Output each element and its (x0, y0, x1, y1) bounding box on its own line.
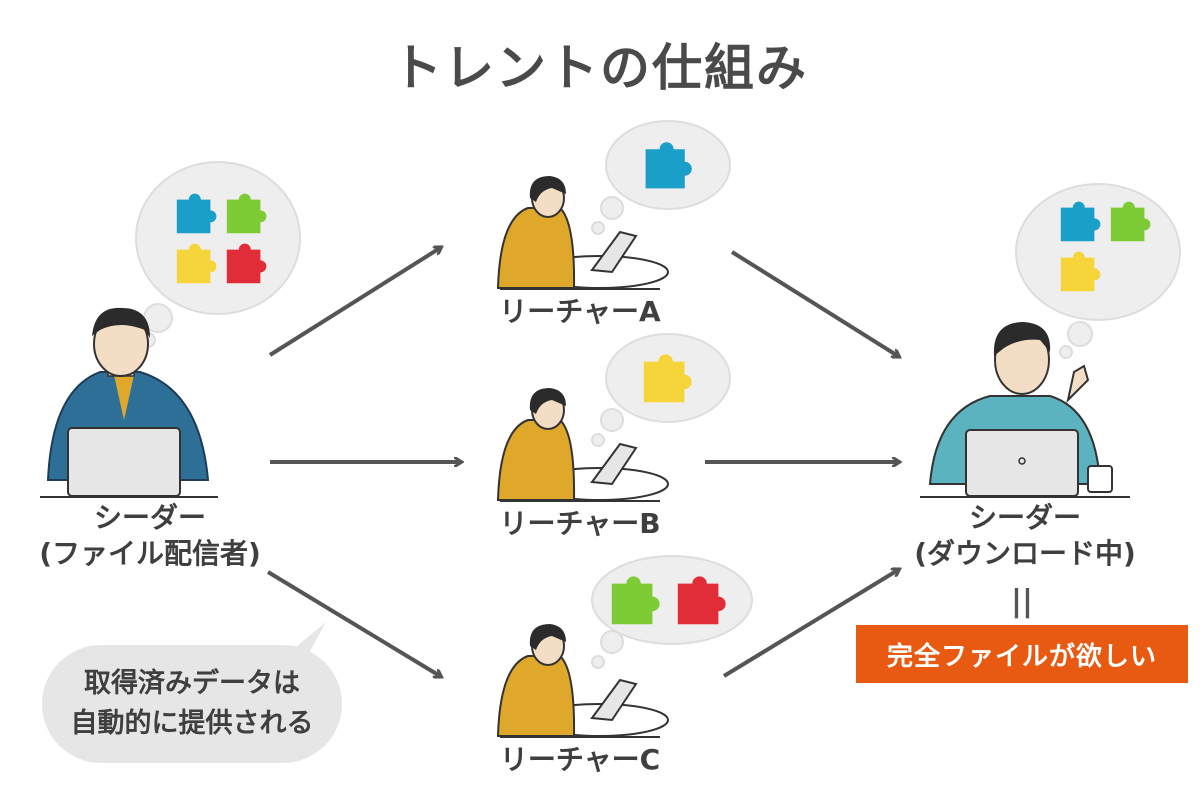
seeder-label: シーダー (ファイル配信者) (30, 500, 270, 572)
note-line1: 取得済みデータは (84, 668, 300, 699)
note-line2: 自動的に提供される (70, 708, 314, 739)
arrow-seeder-to-a (268, 248, 440, 357)
seeder-label-line1: シーダー (93, 501, 206, 534)
leecher-c-group (496, 555, 753, 738)
seeder-person-icon (40, 307, 218, 498)
arrow-seeder-to-c (266, 570, 440, 676)
leecher-b-person-icon (496, 388, 669, 502)
arrow-a-to-downloader (730, 250, 898, 356)
downloader-label-line2: (ダウンロード中) (914, 537, 1136, 570)
leecher-c-thought-bubble (591, 555, 753, 669)
leecher-b-thought-bubble (591, 333, 731, 447)
leecher-c-person-icon (496, 624, 669, 738)
arrow-c-to-downloader (722, 570, 898, 678)
note-speech-bubble: 取得済みデータは 自動的に提供される (42, 645, 342, 763)
leecher-b-group (496, 333, 731, 502)
downloader-person-icon (920, 322, 1130, 498)
equals-sign: || (1011, 584, 1033, 619)
leecher-a-thought-bubble (591, 120, 731, 235)
page-title: トレントの仕組み (392, 39, 808, 97)
goal-badge: 完全ファイルが欲しい (856, 625, 1188, 683)
seeder-label-line2: (ファイル配信者) (39, 537, 261, 570)
leecher-c-label: リーチャーC (499, 743, 661, 776)
downloader-label: シーダー (ダウンロード中) (900, 500, 1150, 572)
seeder-thought-bubble (135, 161, 301, 348)
arrows (266, 248, 898, 678)
downloader-label-line1: シーダー (968, 501, 1081, 534)
leecher-a-label: リーチャーA (499, 295, 661, 328)
downloader-thought-bubble (1015, 183, 1181, 359)
leecher-b-label: リーチャーB (499, 507, 661, 540)
leecher-a-person-icon (496, 176, 669, 290)
leecher-a-group (496, 120, 731, 290)
